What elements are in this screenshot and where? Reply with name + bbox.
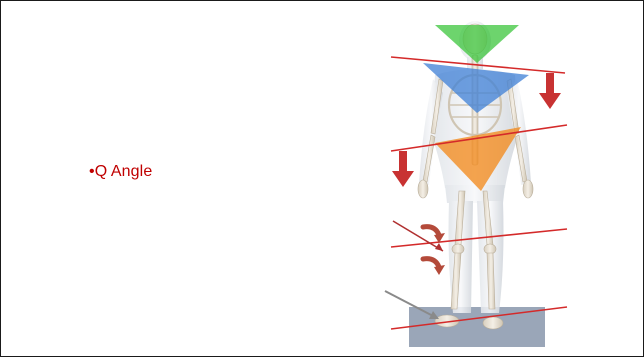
bullet-q-angle: •Q Angle bbox=[89, 163, 152, 181]
skeleton-alignment-figure bbox=[379, 13, 579, 355]
down-tilt-arrow-icon bbox=[392, 151, 414, 187]
down-tilt-arrow-icon bbox=[539, 73, 561, 109]
head-alignment-triangle bbox=[435, 25, 519, 63]
